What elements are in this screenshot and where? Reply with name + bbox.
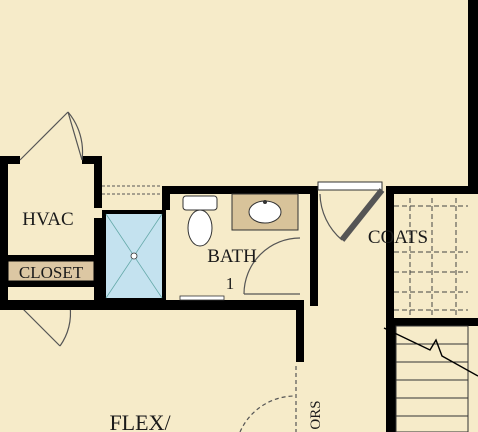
hvac-door-swing [19, 111, 84, 161]
doors-fragment-label: ORS [308, 400, 324, 429]
toilet-icon [182, 195, 218, 247]
wall-below-bath [0, 300, 304, 310]
bath-top-wall [162, 186, 318, 194]
shower [102, 210, 166, 302]
flex-label: FLEX/ [109, 410, 171, 432]
outer-wall-right-top [468, 0, 478, 190]
bath-door-swing [243, 237, 301, 295]
hvac-label: HVAC [22, 209, 73, 230]
coats-door [317, 181, 385, 242]
bath-number: 1 [226, 274, 235, 293]
header-opening [102, 185, 162, 195]
bath-left-wall-top [162, 186, 170, 210]
flex-door-swing [239, 366, 297, 432]
bath-label: BATH [207, 246, 257, 267]
stairs [383, 325, 478, 432]
coats-wall-left [386, 186, 394, 326]
hvac-walls [0, 156, 102, 306]
coats-shelving [394, 198, 468, 318]
closet-label: CLOSET [19, 263, 84, 282]
coats-wall-bottom [386, 318, 478, 326]
coats-label: COATS [368, 227, 428, 248]
stair-break-icon [383, 327, 478, 377]
vanity [231, 193, 299, 231]
sink-icon [248, 200, 282, 224]
shower-drain-icon [130, 252, 138, 260]
bath-right-wall [310, 186, 318, 306]
towel-bar [179, 295, 225, 301]
wall-vertical-flex [296, 300, 304, 362]
coats-wall-top-right [386, 186, 478, 194]
closet-wall-bottom [0, 281, 102, 287]
